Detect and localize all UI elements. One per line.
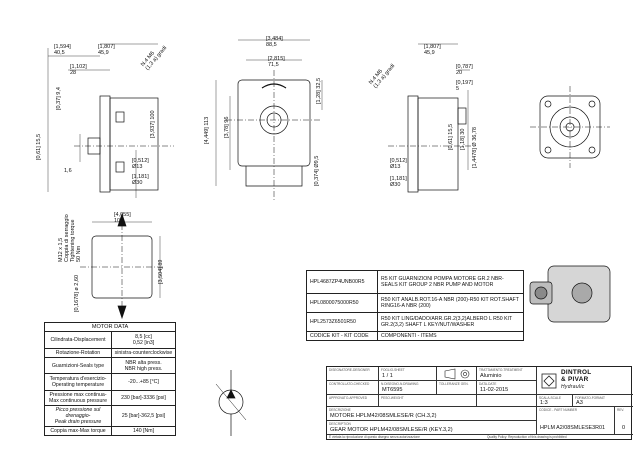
motor-label: Cilindrata-Displacement	[44, 331, 112, 349]
checked-cell: CONTROLLATO-CHECKED	[327, 381, 379, 395]
dim-right-1: [1,807]45,9	[424, 44, 441, 56]
kit-code-header: CODICE KIT - KIT CODE	[306, 331, 378, 341]
dim-top-left-1: [1,594]40,5	[54, 44, 71, 56]
dim-top-left-4: [0,61] 15,5	[36, 133, 42, 160]
kit-desc-cell: R50 KIT ANALB.ROT.16-A NBR (200)-R50 KIT…	[377, 293, 524, 313]
table-row: Guarnizioni-Seals type NBR alta press. N…	[44, 357, 176, 374]
dim-top-left-3: [0,37] 9,4	[56, 87, 62, 110]
dim-top-left-5: 1,6	[64, 168, 72, 174]
motor-value: -20...+85 [°C]	[111, 373, 176, 391]
dim-mid-1: [3,484]88,5	[266, 36, 283, 48]
kit-code-cell: HPL4687ZP4UNB00R5	[306, 270, 378, 294]
motor-label: Rotazione-Rotation	[44, 348, 112, 358]
kit-codes-table: HPL4687ZP4UNB00R5 R5 KIT GUARNIZIONI POM…	[306, 270, 524, 341]
brand-logo: DINTROL & PIVAR Hydraulic	[537, 367, 633, 395]
dim-lower-6: [3,504] 89	[158, 259, 164, 284]
table-row: Cilindrata-Displacement 8,5 [cc] 0,52 [i…	[44, 331, 176, 349]
kit-items-header: COMPONENTI - ITEMS	[377, 331, 524, 341]
dim-lower-7: [0,1678] ø 2,60	[74, 274, 80, 312]
dim-mid-3: [4,449] 113	[204, 116, 210, 144]
motor-value: sinistra-counterclockwise	[111, 348, 176, 358]
dim-mid-6: [0,374] Ø9,5	[314, 155, 320, 186]
dim-top-left-8: [3,937] 100	[150, 110, 156, 138]
table-row: Coppia max-Max torque 140 [Nm]	[44, 426, 176, 436]
dim-top-left-9: [0,512]Ø13	[132, 158, 149, 170]
motor-value: 140 [Nm]	[111, 426, 176, 436]
dim-top-left-10: [1,181]Ø30	[132, 174, 149, 186]
motor-label: Guarnizioni-Seals type	[44, 357, 112, 374]
dim-right-7: [1,4478] Ø 36,78	[472, 127, 478, 168]
dim-top-left-2: [1,102]28	[70, 64, 87, 76]
projection-symbol	[437, 367, 477, 381]
kit-desc-cell: R5 KIT GUARNIZIONI POMPA MOTORE GR.2 NBR…	[377, 270, 524, 294]
dim-right-2: [0,787]20	[456, 64, 473, 76]
dim-right-8: [0,512]Ø13	[390, 158, 407, 170]
table-row: HPL4687ZP4UNB00R5 R5 KIT GUARNIZIONI POM…	[306, 270, 524, 294]
dim-lower-1: [4,055]103	[114, 212, 131, 224]
weight-cell: PESO-WEIGHT	[379, 395, 477, 407]
table-row: HPL2573Z6501R50 R50 KIT LING/DADO/ARR.GR…	[306, 312, 524, 332]
footer-left: È vietata la riproduzione di questo dise…	[329, 435, 420, 439]
table-row: Picco pressione sul drenaggio- Peak drai…	[44, 405, 176, 427]
motor-data-title: MOTOR DATA	[44, 322, 176, 332]
motor-label: Pressione max continua- Max continuous p…	[44, 390, 112, 406]
blank-cell	[477, 395, 537, 407]
footer-mid: Quality Policy: Reproduction of this dra…	[487, 435, 567, 439]
motor-value: NBR alta press. NBR high press.	[111, 357, 176, 374]
revision-cell: REV.0	[615, 407, 633, 435]
kit-code-cell: HPL2573Z6501R50	[306, 312, 378, 332]
motor-value: 8,5 [cc] 0,52 [in3]	[111, 331, 176, 349]
dim-mid-2: [2,815]71,5	[268, 56, 285, 68]
table-row: Temperatura d'esercizio- Operating tempe…	[44, 373, 176, 391]
dim-mid-5: [1,28] 32,5	[316, 77, 322, 104]
motor-label: Coppia max-Max torque	[44, 426, 112, 436]
dim-right-9: [1,181]Ø30	[390, 176, 407, 188]
left-view-body	[109, 97, 159, 191]
table-row: HPL0800075000R50 R50 KIT ANALB.ROT.16-A …	[306, 293, 524, 313]
motor-data-table: MOTOR DATA Cilindrata-Displacement 8,5 […	[44, 322, 176, 436]
motor-label: Picco pressione sul drenaggio- Peak drai…	[44, 405, 112, 427]
dim-right-6: [1,18] 30	[460, 128, 466, 150]
kit-desc-cell: R50 KIT LING/DADO/ARR.GR.2(3,2)ALBERO L …	[377, 312, 524, 332]
left-view-flange	[99, 95, 111, 193]
approved-cell: APPROVATO-APPROVED	[327, 395, 379, 407]
kit-code-cell: HPL0800075000R50	[306, 293, 378, 313]
motor-label: Temperatura d'esercizio- Operating tempe…	[44, 373, 112, 391]
table-row: Pressione max continua- Max continuous p…	[44, 390, 176, 406]
dim-right-5: [0,61] 15,5	[448, 123, 454, 150]
motor-value: 230 [bar]-3336 [psi]	[111, 390, 176, 406]
designer-cell: DISEGNATORE-DESIGNER	[327, 367, 379, 381]
table-row: Rotazione-Rotation sinistra-counterclock…	[44, 348, 176, 358]
dim-right-3: [0,197]5	[456, 80, 473, 92]
dim-top-left-6: [1,807]45,9	[98, 44, 115, 56]
motor-value: 25 [bar]-362,5 [psi]	[111, 405, 176, 427]
dim-lower-5: 50 Nm	[76, 245, 82, 262]
table-header-row: CODICE KIT - KIT CODE COMPONENTI - ITEMS	[306, 331, 524, 341]
dim-mid-4: [3,78] 96	[224, 116, 230, 138]
tolerance-cell: TOLLERANZE GEN.	[437, 381, 477, 395]
